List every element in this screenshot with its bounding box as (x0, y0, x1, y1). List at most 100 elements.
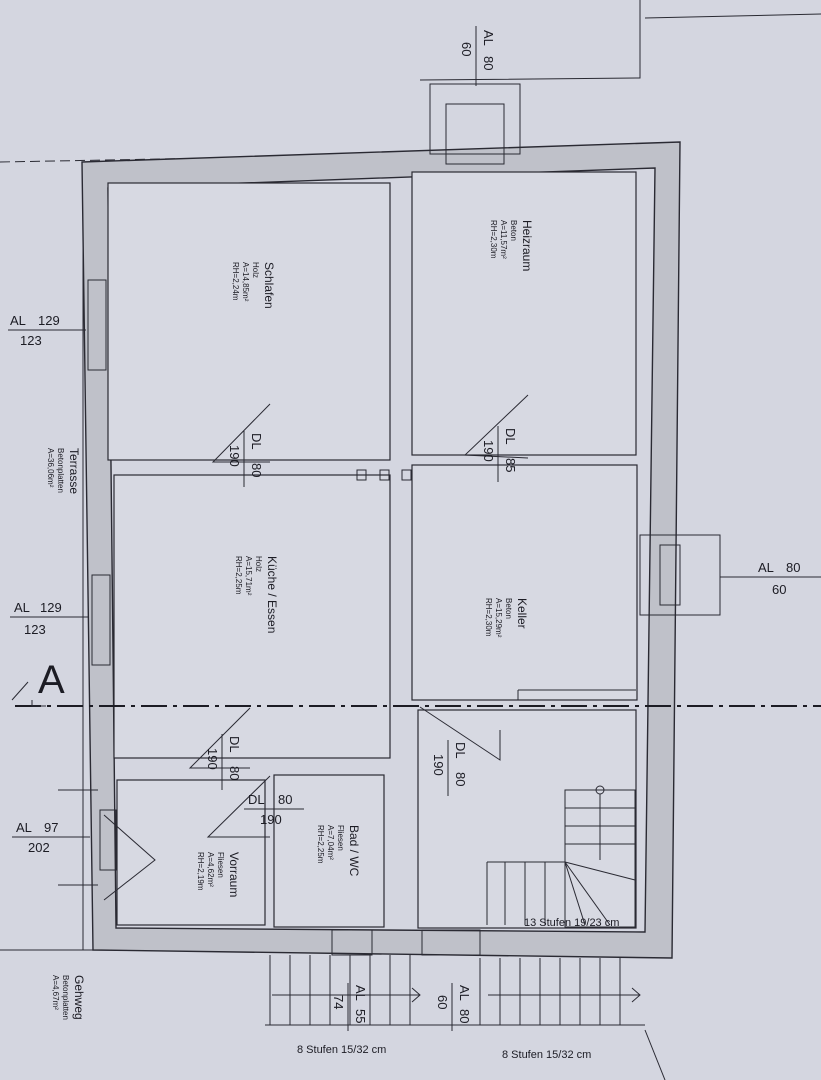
label-schlafen: Schlafen Holz A=14,85m² RH=2,24m (231, 262, 276, 309)
svg-text:A=4,67m²: A=4,67m² (51, 975, 60, 1010)
opening-al-left-1: AL 129 123 (8, 313, 86, 348)
svg-text:80: 80 (249, 463, 264, 477)
label-vorraum: Vorraum Fliesen A=4,62m² RH=2,19m (196, 852, 241, 897)
svg-text:AL: AL (14, 600, 30, 615)
svg-text:55: 55 (353, 1009, 368, 1023)
svg-text:190: 190 (481, 440, 496, 462)
svg-text:80: 80 (481, 56, 496, 70)
svg-text:DL: DL (503, 428, 518, 445)
svg-text:202: 202 (28, 840, 50, 855)
room-stair (417, 709, 637, 929)
opening-dl-kueche: DL 80 190 (205, 734, 242, 790)
svg-text:74: 74 (331, 995, 346, 1009)
svg-text:Küche / Essen: Küche / Essen (265, 556, 279, 633)
room-keller (411, 464, 638, 701)
opening-al-right: AL 80 60 (720, 560, 821, 597)
opening-labels: AL 129 123 AL 129 123 AL 97 202 AL 80 60 (8, 313, 821, 855)
room-heizraum (411, 171, 637, 456)
room-vorraum (116, 779, 266, 926)
svg-text:A=4,62m²: A=4,62m² (206, 852, 215, 887)
label-heizraum: Heizraum Beton A=11,57m² RH=2,30m (489, 220, 534, 271)
svg-text:Schlafen: Schlafen (262, 262, 276, 309)
label-terrasse: Terrasse Betonplatten A=36,06m² (46, 448, 81, 494)
stair-labels: 13 Stufen 19/23 cm 8 Stufen 15/32 cm 8 S… (297, 917, 619, 1061)
svg-text:60: 60 (435, 995, 450, 1009)
room-kueche (113, 474, 391, 759)
svg-text:Bad / WC: Bad / WC (347, 825, 361, 877)
svg-text:A=7,04m²: A=7,04m² (326, 825, 335, 860)
svg-text:Holz: Holz (254, 556, 263, 572)
rotated-labels: AL 80 60 DL 80 190 DL 85 190 DL 80 190 (46, 26, 534, 1031)
svg-text:123: 123 (20, 333, 42, 348)
svg-text:A=15,71m²: A=15,71m² (244, 556, 253, 596)
svg-text:AL: AL (16, 820, 32, 835)
label-gehweg: Gehweg Betonplatten A=4,67m² (51, 975, 86, 1020)
svg-text:RH=2,25m: RH=2,25m (316, 825, 325, 864)
label-keller: Keller Beton A=15,29m² RH=2,30m (484, 598, 529, 638)
stair-inner-label: 13 Stufen 19/23 cm (524, 917, 619, 929)
svg-text:97: 97 (44, 820, 58, 835)
svg-text:Heizraum: Heizraum (520, 220, 534, 271)
svg-text:DL: DL (248, 792, 265, 807)
windows (58, 83, 721, 956)
svg-text:AL: AL (10, 313, 26, 328)
rooms (107, 171, 638, 929)
svg-text:80: 80 (457, 1009, 472, 1023)
svg-text:DL: DL (249, 433, 264, 450)
svg-text:RH=2,30m: RH=2,30m (484, 598, 493, 637)
label-kueche: Küche / Essen Holz A=15,71m² RH=2,25m (234, 556, 279, 633)
svg-text:129: 129 (40, 600, 62, 615)
door-swings (188, 394, 636, 838)
svg-text:60: 60 (459, 42, 474, 56)
svg-text:Terrasse: Terrasse (67, 448, 81, 494)
opening-al-bottom-1: AL 55 74 (331, 983, 368, 1031)
svg-text:85: 85 (503, 458, 518, 472)
opening-al-bottom-2: AL 80 60 (435, 983, 472, 1031)
svg-text:AL: AL (481, 30, 496, 46)
label-bad: Bad / WC Fliesen A=7,04m² RH=2,25m (316, 825, 361, 877)
opening-dl-heizraum: DL 85 190 (481, 426, 518, 482)
svg-text:Betonplatten: Betonplatten (56, 448, 65, 493)
svg-text:190: 190 (260, 812, 282, 827)
stair-outer-right-label: 8 Stufen 15/32 cm (502, 1049, 591, 1061)
svg-text:A=11,57m²: A=11,57m² (499, 220, 508, 259)
svg-text:Betonplatten: Betonplatten (61, 975, 70, 1020)
opening-al-left-3: AL 97 202 (12, 820, 90, 855)
svg-text:Holz: Holz (251, 262, 260, 278)
svg-text:A=36,06m²: A=36,06m² (46, 448, 55, 488)
room-schlafen (107, 182, 391, 461)
room-bad (273, 774, 385, 928)
stair-outer-left-label: 8 Stufen 15/32 cm (297, 1044, 386, 1056)
opening-dl-keller: DL 80 190 (431, 740, 468, 796)
svg-text:DL: DL (453, 742, 468, 759)
svg-text:Vorraum: Vorraum (227, 852, 241, 897)
section-marker: A (38, 658, 65, 702)
svg-text:AL: AL (457, 985, 472, 1001)
svg-text:Gehweg: Gehweg (72, 975, 86, 1020)
opening-al-left-2: AL 129 123 (10, 600, 88, 637)
svg-text:80: 80 (786, 560, 800, 575)
svg-text:Beton: Beton (504, 598, 513, 619)
svg-text:Beton: Beton (509, 220, 518, 241)
svg-text:190: 190 (205, 748, 220, 770)
svg-text:A=15,29m²: A=15,29m² (494, 598, 503, 638)
opening-dl-schlafen: DL 80 190 (227, 431, 264, 487)
svg-text:Keller: Keller (515, 598, 529, 629)
stairs (265, 785, 666, 1080)
opening-dl-bad: DL 80 190 (244, 792, 304, 827)
svg-text:80: 80 (227, 766, 242, 780)
svg-text:Fliesen: Fliesen (216, 852, 225, 878)
svg-text:123: 123 (24, 622, 46, 637)
svg-text:A=14,85m²: A=14,85m² (241, 262, 250, 302)
svg-text:RH=2,25m: RH=2,25m (234, 556, 243, 595)
opening-al-top: AL 80 60 (459, 26, 496, 86)
svg-text:190: 190 (431, 754, 446, 776)
section-line: A (11, 658, 821, 707)
svg-text:129: 129 (38, 313, 60, 328)
svg-text:80: 80 (453, 772, 468, 786)
svg-text:RH=2,19m: RH=2,19m (196, 852, 205, 891)
svg-text:80: 80 (278, 792, 292, 807)
svg-text:60: 60 (772, 582, 786, 597)
svg-text:AL: AL (353, 985, 368, 1001)
